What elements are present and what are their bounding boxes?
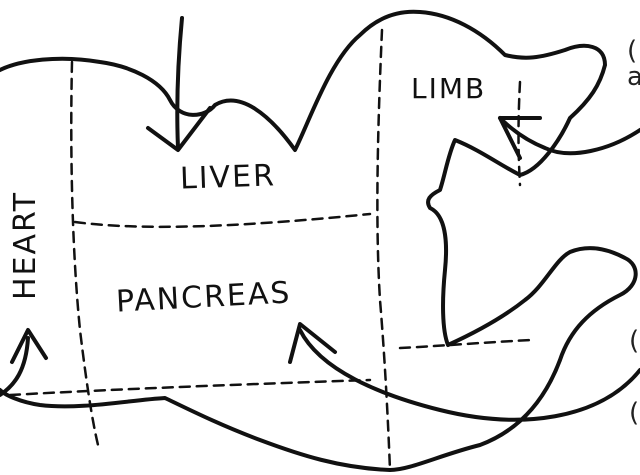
top-arrow <box>177 18 182 148</box>
edge-text-fragment: ( <box>629 398 639 428</box>
divider-vertical-mid <box>377 30 390 470</box>
divider-liver-pancreas <box>75 214 370 227</box>
body-outline <box>0 12 636 470</box>
liver-label: LIVER <box>179 158 276 196</box>
pancreas-arrow-head <box>290 324 335 362</box>
heart-label: HEART <box>8 191 43 300</box>
limb-label: LIMB <box>411 72 486 105</box>
divider-lower <box>10 380 370 395</box>
edge-text-fragment: a <box>627 62 640 92</box>
divider-right-lower <box>400 340 532 348</box>
heart-arrow <box>0 338 28 395</box>
edge-text-fragment: ( <box>629 326 639 356</box>
divider-vertical-left <box>71 62 98 445</box>
limb-arrow <box>500 118 640 153</box>
